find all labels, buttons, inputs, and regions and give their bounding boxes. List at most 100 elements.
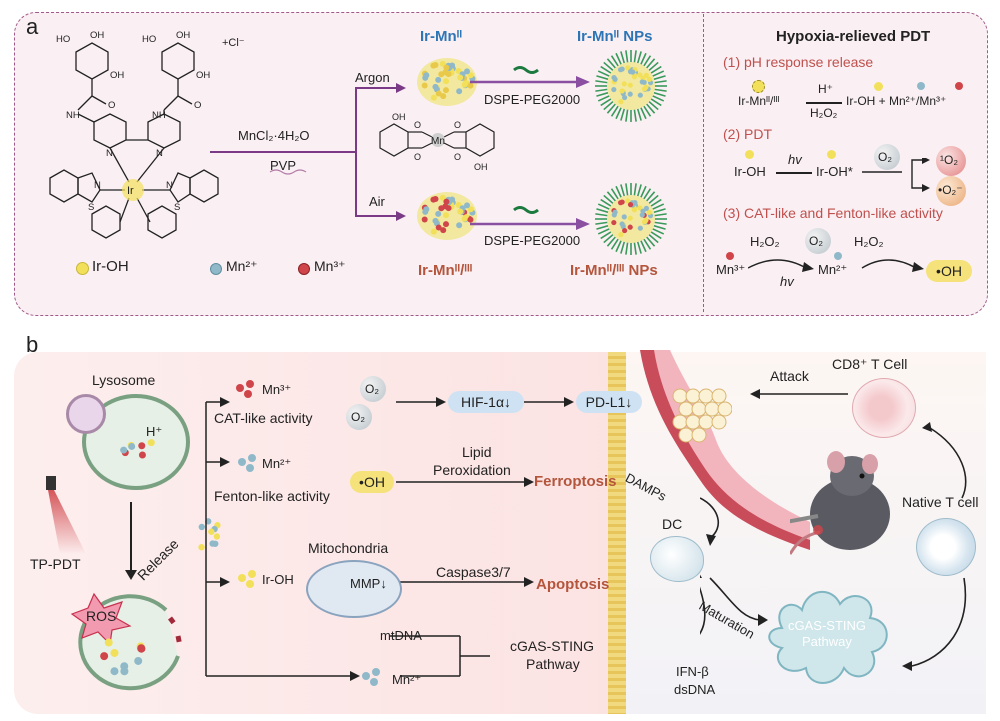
mtdna-label: mtDNA [380, 628, 422, 643]
eq2-iroh2-dot [827, 150, 836, 159]
eq3-reactant: Mn³⁺ [716, 262, 746, 277]
path2-lipid: Lipid [462, 444, 492, 460]
particle [134, 656, 143, 665]
ligand-group: S [174, 202, 180, 213]
path1-mn3-dots [236, 384, 244, 392]
ligand-group: OH [392, 112, 406, 122]
mature-dc-cell [768, 590, 888, 684]
peg-chain [651, 224, 666, 230]
particle [198, 523, 206, 531]
cd8-label: CD8⁺ T Cell [832, 356, 908, 372]
particle [457, 208, 464, 215]
peg-chain [600, 65, 613, 75]
eq3-arrows [748, 259, 924, 272]
pdt-step-2: (2) PDT [723, 126, 772, 142]
legend-mn2: Mn²⁺ [226, 258, 258, 274]
peg-chain [596, 208, 611, 214]
cgas-dc-label-1: cGAS-STING [788, 618, 867, 633]
peg-chain [625, 50, 629, 65]
peg-chain [597, 70, 612, 78]
peg-chain [615, 52, 623, 67]
eq3-mid: Mn²⁺ [818, 262, 848, 277]
particle [637, 72, 643, 78]
tumor-cell [672, 414, 688, 430]
additive-label: PVP [270, 158, 297, 173]
ligand-group: OH [196, 70, 210, 81]
particle [138, 442, 146, 450]
particle [643, 84, 649, 90]
peg-chain [642, 104, 652, 117]
legend-mn2-dot [210, 263, 222, 275]
particle [442, 221, 449, 228]
eq1-mn2-dot [917, 82, 925, 90]
particle [456, 222, 463, 229]
path1-activity: CAT-like activity [214, 410, 313, 426]
eq2-above: hv [788, 152, 802, 167]
particle [208, 528, 215, 535]
cgas-label-2: Pathway [526, 656, 580, 672]
particle [622, 94, 628, 101]
caspase-label: Caspase3/7 [436, 564, 511, 580]
particle [627, 82, 633, 88]
peg-chain [610, 55, 620, 68]
path1-ion: Mn³⁺ [262, 382, 292, 397]
path3-ion: Ir-OH [262, 572, 294, 587]
peg-chain [596, 75, 611, 81]
cd8-t-cell [852, 378, 916, 438]
particle [430, 228, 437, 235]
particle [456, 88, 463, 95]
ferroptosis-label: Ferroptosis [534, 473, 617, 490]
particle [443, 78, 450, 85]
eq3-above1: H₂O₂ [750, 234, 780, 249]
particle [440, 93, 447, 100]
ligand-group: S [88, 202, 94, 213]
ligand-group: N [94, 180, 101, 191]
peg-chain [633, 107, 637, 122]
peg-chain [636, 106, 642, 121]
path2-ion: Mn²⁺ [262, 456, 292, 471]
lysosome [82, 394, 190, 490]
peg-chain [649, 97, 662, 107]
peg-chain [642, 55, 652, 68]
path4-ion: Mn²⁺ [392, 672, 422, 687]
particle [432, 217, 439, 224]
eq3-mn2-dot [834, 252, 842, 260]
cgas-label-1: cGAS-STING [510, 638, 595, 654]
particle [646, 209, 652, 215]
ir-mn-ii-cluster [417, 58, 477, 106]
panel-a-label: a [26, 14, 39, 39]
complex-bottom-label: Ir-Mnᴵᴵ/ᴵᴵᴵ [418, 262, 473, 279]
tumor-cell [691, 427, 707, 443]
peg-chain [606, 102, 618, 114]
particle [612, 76, 618, 82]
peg-chain [620, 106, 626, 121]
peg-chain [647, 99, 659, 111]
peg-chain [652, 88, 667, 92]
particle [467, 72, 474, 79]
particle [128, 442, 136, 450]
branch-air: Air [369, 194, 385, 209]
hif-pill: HIF-1α↓ [448, 391, 524, 413]
ligand-group: O [414, 120, 421, 130]
particle [619, 66, 625, 72]
peg-chain [633, 183, 637, 198]
particle [137, 644, 146, 653]
particle [104, 638, 113, 647]
peg-chain [652, 213, 667, 217]
peg-chain [597, 203, 612, 211]
complex-top-label: Ir-Mnᴵᴵ [420, 28, 463, 45]
eq1-iroh-dot [874, 82, 883, 91]
peg-chain [642, 188, 652, 201]
synthesis-arrows [210, 83, 406, 221]
particle [625, 65, 631, 71]
counter-ion: +Cl⁻ [222, 37, 245, 49]
peg-chain [603, 61, 615, 73]
particle [464, 202, 471, 209]
peg-chain [651, 208, 666, 214]
mn-catecholate-structure: Mn OH OH O O O O [379, 112, 495, 172]
eq3-product-pill: •OH [926, 260, 972, 282]
peg-chain [636, 184, 642, 199]
particle [442, 87, 449, 94]
mmp-label: MMP↓ [350, 576, 387, 591]
eq2-superoxide: •O₂⁻ [938, 183, 963, 197]
